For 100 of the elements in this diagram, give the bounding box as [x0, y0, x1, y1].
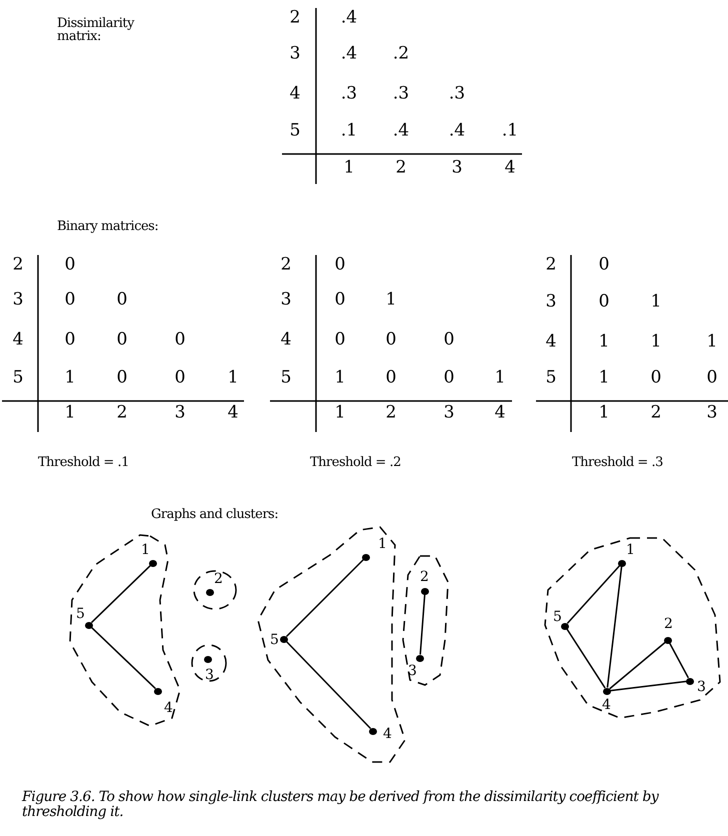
- row-number: 4: [280, 332, 292, 348]
- matrix-value: 0: [598, 256, 610, 274]
- matrix-value: 0: [386, 370, 396, 386]
- row-number: 4: [546, 334, 556, 350]
- matrix-value: 0: [598, 294, 610, 310]
- column-number: 2: [116, 404, 128, 422]
- section-heading: Binary matrices:: [57, 220, 158, 233]
- graph-edge: [609, 642, 666, 690]
- section-heading: Dissimilarity matrix:: [57, 17, 136, 43]
- matrix-value: 0: [706, 370, 718, 386]
- graph-edge: [669, 642, 689, 678]
- vertex-number: 2: [420, 570, 429, 584]
- threshold-label: Threshold = .3: [572, 456, 663, 469]
- matrix-value: .2: [392, 46, 410, 62]
- column-number: 2: [386, 404, 396, 422]
- graph-edge: [91, 564, 151, 624]
- matrix-value: 0: [386, 332, 396, 348]
- matrix-value: 0: [64, 332, 76, 348]
- graph-edge: [91, 626, 156, 690]
- matrix-value: 0: [444, 332, 454, 348]
- row-number: 3: [290, 46, 300, 62]
- matrix-value: 1: [706, 334, 718, 350]
- column-number: 2: [396, 160, 406, 176]
- row-number: 3: [546, 294, 556, 310]
- matrix-value: 0: [174, 332, 186, 348]
- column-number: 1: [598, 404, 610, 422]
- column-number: 4: [494, 404, 506, 422]
- column-number: 1: [334, 404, 346, 422]
- vertex-number: 2: [664, 617, 673, 631]
- column-number: 2: [650, 404, 662, 422]
- matrix-value: 1: [650, 294, 662, 310]
- graph-edge: [286, 641, 372, 729]
- column-number: 1: [344, 160, 354, 176]
- row-number: 4: [290, 86, 300, 102]
- column-number: 3: [444, 404, 454, 422]
- matrix-value: 1: [598, 370, 610, 386]
- graph-edge: [566, 628, 606, 688]
- matrix-value: 1: [228, 370, 238, 386]
- matrix-value: .4: [392, 122, 410, 140]
- matrix-value: .3: [448, 86, 466, 102]
- vertex-number: 4: [602, 698, 611, 712]
- vertex-number: 4: [164, 701, 173, 715]
- vertex-number: 5: [270, 633, 279, 647]
- matrix-value: .4: [448, 122, 466, 140]
- vertex-number: 3: [205, 668, 214, 682]
- matrix-value: 0: [174, 370, 186, 386]
- graph-edge: [606, 566, 622, 688]
- matrix-value: 0: [334, 292, 346, 308]
- matrix-value: 1: [494, 370, 506, 386]
- matrix-value: 0: [334, 256, 346, 274]
- matrix-value: .1: [340, 122, 358, 140]
- matrix-value: 1: [598, 334, 610, 350]
- matrix-value: 0: [116, 292, 128, 308]
- vertex-number: 3: [697, 680, 706, 694]
- figure-caption: Figure 3.6. To show how single-link clusters may be derived from the dissimilarity coefficient by thresholding it.: [22, 790, 660, 821]
- graph-edge: [566, 565, 620, 624]
- vertex-number: 5: [553, 610, 562, 624]
- matrix-value: 1: [334, 370, 346, 386]
- vertex-number: 4: [383, 727, 392, 741]
- vertex-number: 2: [214, 572, 223, 586]
- section-heading: Graphs and clusters:: [151, 508, 278, 521]
- matrix-value: 0: [116, 370, 128, 386]
- matrix-value: 0: [116, 332, 128, 348]
- matrix-value: 1: [64, 370, 76, 386]
- row-number: 3: [12, 292, 24, 308]
- column-number: 3: [174, 404, 186, 422]
- matrix-value: .4: [340, 46, 358, 62]
- matrix-value: 0: [334, 332, 346, 348]
- matrix-value: 0: [444, 370, 454, 386]
- matrix-value: 0: [64, 256, 76, 274]
- matrix-value: .1: [502, 122, 518, 140]
- matrix-value: 0: [64, 292, 76, 308]
- graph-edge: [610, 680, 687, 692]
- vertex-number: 1: [141, 543, 150, 557]
- threshold-label: Threshold = .2: [310, 456, 401, 469]
- row-number: 2: [280, 256, 292, 274]
- row-number: 5: [280, 370, 292, 386]
- column-number: 1: [64, 404, 76, 422]
- column-number: 3: [706, 404, 718, 422]
- matrix-value: .3: [340, 86, 358, 102]
- column-number: 4: [504, 160, 516, 176]
- matrix-value: 1: [650, 334, 662, 350]
- vertex-number: 1: [626, 543, 635, 557]
- graph-edge: [420, 594, 426, 655]
- row-number: 3: [280, 292, 292, 308]
- column-number: 4: [228, 404, 238, 422]
- row-number: 2: [12, 256, 24, 274]
- row-number: 5: [12, 370, 24, 386]
- row-number: 2: [546, 256, 556, 274]
- matrix-value: 0: [650, 370, 662, 386]
- vertex-number: 1: [378, 537, 387, 551]
- row-number: 5: [290, 122, 300, 140]
- row-number: 4: [12, 332, 24, 348]
- vertex-number: 5: [76, 607, 85, 621]
- threshold-label: Threshold = .1: [38, 456, 129, 469]
- matrix-value: .3: [392, 86, 410, 102]
- graph-edge: [286, 558, 364, 638]
- matrix-value: .4: [340, 10, 358, 26]
- column-number: 3: [452, 160, 462, 176]
- row-number: 5: [546, 370, 556, 386]
